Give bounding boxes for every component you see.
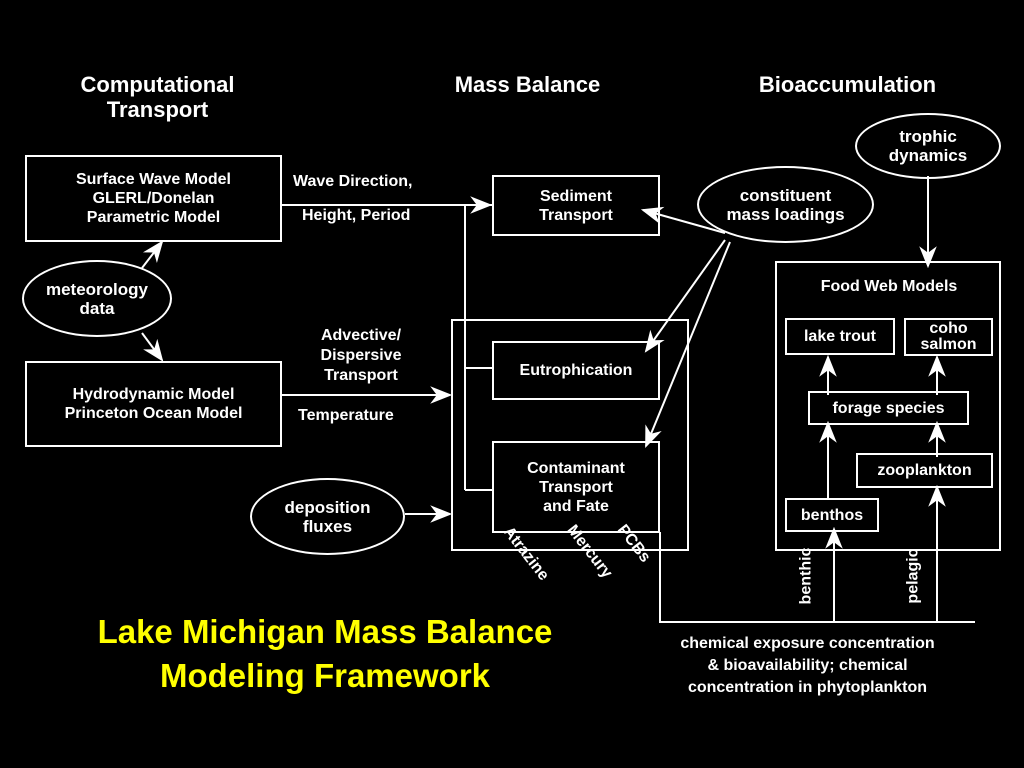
header-mass-balance: Mass Balance	[454, 72, 601, 97]
eutrophication-label: Eutrophication	[519, 362, 633, 379]
benthos-label: benthos	[800, 506, 864, 524]
mass-balance-frame	[451, 319, 689, 551]
contaminant-line-1: Contaminant	[527, 459, 625, 477]
hydrodynamic-line-2: Princeton Ocean Model	[64, 405, 243, 422]
label-wave-direction: Wave Direction,	[293, 173, 413, 190]
slide-title-line-1: Lake Michigan Mass Balance	[97, 613, 553, 650]
forage-species-label: forage species	[832, 399, 945, 417]
arrow-constituent-sediment	[640, 206, 726, 234]
eutrophication-box: Eutrophication	[492, 341, 660, 400]
label-pelagic: pelagic	[904, 548, 922, 604]
constituent-line-1: constituent	[739, 185, 832, 205]
label-height-period: Height, Period	[302, 207, 411, 224]
zooplankton-box: zooplankton	[856, 453, 993, 488]
meteorology-line-2: data	[79, 298, 115, 318]
surface-wave-line-1: Surface Wave Model	[75, 171, 231, 188]
lake-trout-box: lake trout	[785, 318, 895, 355]
slide-title-line-2: Modeling Framework	[159, 657, 491, 694]
label-advective-dispersive: Advective/ Dispersive Transport	[320, 327, 402, 384]
trophic-line-2: dynamics	[888, 146, 968, 165]
exposure-line	[659, 532, 975, 623]
hydrodynamic-line-1: Hydrodynamic Model	[72, 386, 235, 403]
food-web-frame	[775, 261, 1001, 551]
trophic-dynamics-oval: trophic dynamics	[855, 113, 1001, 179]
coho-line-1: coho	[929, 320, 968, 337]
contaminant-line-3: and Fate	[543, 497, 609, 515]
constituent-line-2: mass loadings	[726, 204, 845, 224]
sediment-transport-box: Sediment Transport	[492, 175, 660, 236]
arrow-met-hydro	[141, 332, 164, 362]
surface-wave-line-2: GLERL/Donelan	[92, 190, 215, 207]
arrow-constituent-contaminant	[645, 241, 731, 449]
trophic-line-1: trophic	[899, 127, 957, 146]
food-web-models-title: Food Web Models	[820, 278, 958, 295]
hydrodynamic-model-box: Hydrodynamic Model Princeton Ocean Model	[25, 361, 282, 447]
arrow-constituent-eutro	[644, 239, 726, 353]
label-temperature: Temperature	[298, 407, 394, 424]
sediment-line-1: Sediment	[539, 187, 612, 205]
lake-trout-label: lake trout	[803, 328, 876, 345]
meteorology-data-oval: meteorology data	[22, 260, 172, 337]
forage-species-box: forage species	[808, 391, 969, 425]
header-computational-transport: Computational Transport	[80, 72, 235, 122]
arrow-met-wave	[141, 240, 164, 269]
deposition-line-2: fluxes	[302, 516, 353, 536]
chemical-exposure-text: chemical exposure concentration & bioava…	[680, 635, 935, 696]
surface-wave-model-box: Surface Wave Model GLERL/Donelan Paramet…	[25, 155, 282, 242]
coho-line-2: salmon	[920, 336, 977, 353]
surface-wave-line-3: Parametric Model	[86, 209, 221, 226]
deposition-fluxes-oval: deposition fluxes	[250, 478, 405, 555]
zooplankton-label: zooplankton	[877, 462, 972, 479]
contaminant-transport-box: Contaminant Transport and Fate	[492, 441, 660, 533]
coho-salmon-box: coho salmon	[904, 318, 993, 356]
slide-title: Lake Michigan Mass Balance Modeling Fram…	[20, 610, 630, 698]
constituent-mass-loadings-oval: constituent mass loadings	[697, 166, 874, 243]
deposition-line-1: deposition	[284, 497, 371, 517]
benthos-box: benthos	[785, 498, 879, 532]
sediment-line-2: Transport	[539, 206, 613, 224]
label-benthic: benthic	[797, 547, 815, 605]
header-bioaccumulation: Bioaccumulation	[758, 72, 937, 97]
contaminant-line-2: Transport	[539, 478, 613, 496]
meteorology-line-1: meteorology	[45, 279, 149, 299]
